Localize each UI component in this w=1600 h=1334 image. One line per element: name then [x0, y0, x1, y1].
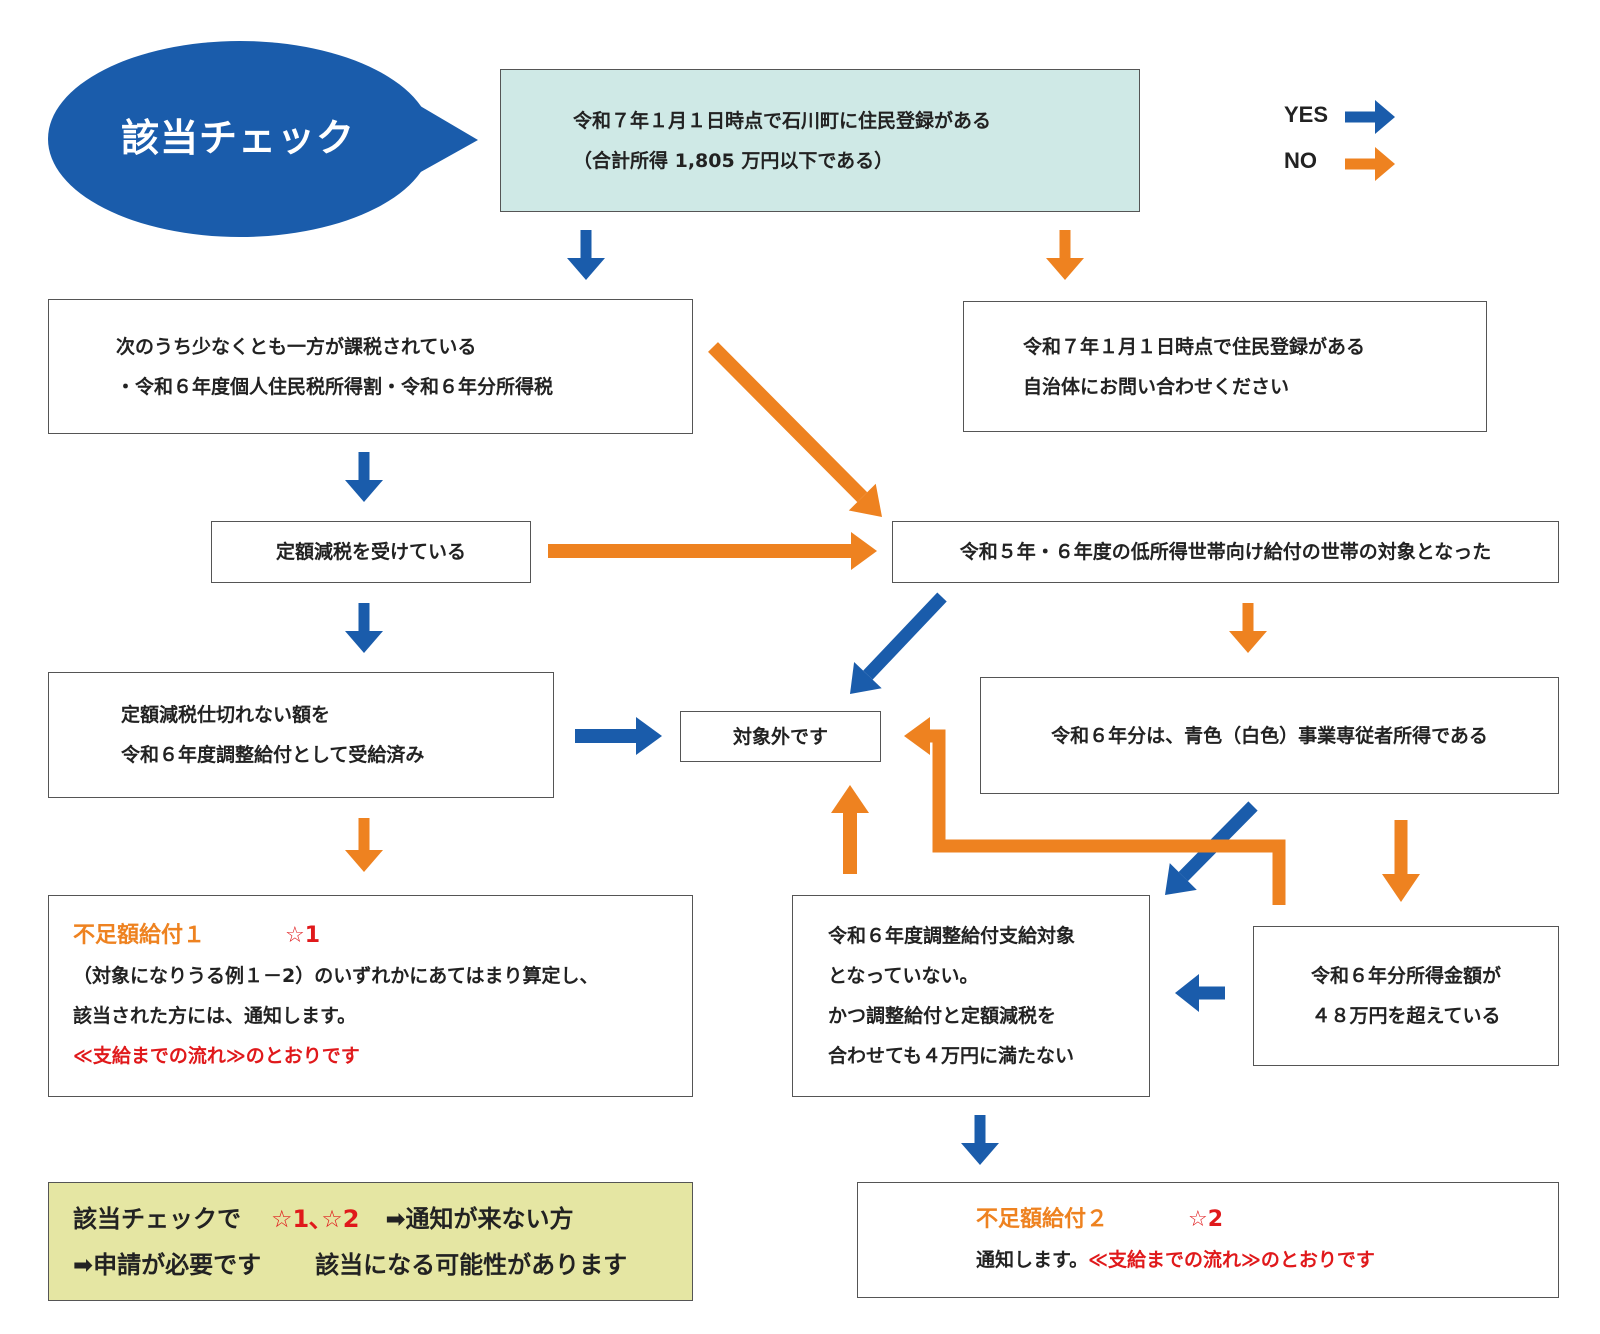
blue-white-to-income-over-arrow-head: [1382, 874, 1420, 902]
received-adjustment-line-2: 令和６年度調整給付として受給済み: [121, 744, 425, 766]
shortfall-2-star: ☆2: [1188, 1207, 1224, 1232]
notice-part-2: ➡通知が来ない方: [385, 1204, 574, 1233]
taxed-to-reduction-arrow-head: [345, 480, 383, 502]
low-income-to-not-eligible-arrow-head: [850, 662, 882, 694]
notice-stars: ☆1､☆2: [271, 1204, 360, 1233]
blue-white-to-adjustment-arrow-head: [1165, 863, 1197, 895]
low-income-to-not-eligible-arrow-shaft: [863, 592, 947, 680]
legend-no-label: NO: [1284, 148, 1317, 173]
not-adjustment-target-box: 令和６年度調整給付支給対象 となっていない。 かつ調整給付と定額減税を 合わせて…: [792, 895, 1150, 1097]
fixed-reduction-label: 定額減税を受けている: [275, 541, 466, 563]
reduction-to-low-income-arrow-head: [851, 532, 877, 570]
start-line-2: （合計所得 1,805 万円以下である）: [573, 149, 894, 172]
start-to-taxed-arrow-head: [567, 258, 605, 280]
taxed-line-1: 次のうち少なくとも一方が課税されている: [116, 335, 477, 358]
income-over-line-2: ４８万円を超えている: [1311, 1005, 1501, 1027]
blue-white-to-not-eligible-arrow-head: [904, 717, 930, 755]
start-to-other-arrow-head: [1046, 258, 1084, 280]
received-to-not-eligible-arrow-head: [636, 717, 662, 755]
other-municipality-line-2: 自治体にお問い合わせください: [1023, 375, 1290, 398]
adjustment-to-not-eligible-arrow-head: [831, 785, 869, 813]
blue-white-no-route: [925, 729, 1286, 905]
title-bubble-shape: [48, 41, 478, 237]
low-income-to-blue-white-arrow-head: [1229, 631, 1267, 653]
blue-white-income-box: 令和６年分は、青色（白色）事業専従者所得である: [980, 677, 1559, 794]
legend-yes-label: YES: [1284, 102, 1329, 127]
notice-possibility: 該当になる可能性があります: [315, 1250, 628, 1279]
received-adjustment-box: 定額減税仕切れない額を 令和６年度調整給付として受給済み: [48, 672, 554, 798]
taxed-to-low-income-arrow-shaft: [708, 342, 868, 503]
income-over-line-1: 令和６年分所得金額が: [1310, 965, 1501, 987]
not-eligible-label: 対象外です: [732, 725, 828, 748]
title-bubble-label: 該当チェック: [120, 116, 355, 160]
received-adjustment-line-1: 定額減税仕切れない額を: [121, 704, 331, 726]
not-eligible-box: 対象外です: [680, 711, 881, 762]
received-to-shortfall1-arrow-head: [345, 850, 383, 872]
shortfall-2-notify: 通知します。: [976, 1249, 1089, 1271]
income-over-to-adjustment-arrow-head: [1175, 974, 1199, 1012]
adjustment-to-shortfall2-arrow-head: [961, 1143, 999, 1165]
start-condition-box: 令和７年１月１日時点で石川町に住民登録がある （合計所得 1,805 万円以下で…: [500, 69, 1140, 212]
not-adjustment-line-2: となっていない。: [828, 965, 979, 987]
notice-line-1: 該当チェックで ☆1､☆2 ➡通知が来ない方: [73, 1196, 692, 1242]
notice-box: 該当チェックで ☆1､☆2 ➡通知が来ない方 ➡申請が必要です 該当になる可能性があり…: [48, 1182, 693, 1301]
taxed-line-2: ・令和６年度個人住民税所得割・令和６年分所得税: [116, 375, 554, 398]
reduction-to-received-arrow-head: [345, 631, 383, 653]
blue-white-income-label: 令和６年分は、青色（白色）事業専従者所得である: [1051, 724, 1488, 747]
taxed-condition-box: 次のうち少なくとも一方が課税されている ・令和６年度個人住民税所得割・令和６年分…: [48, 299, 693, 434]
notice-part-1: 該当チェックで: [73, 1204, 241, 1233]
flow-arrows: [345, 100, 1420, 1165]
notice-apply: ➡申請が必要です: [73, 1250, 262, 1279]
shortfall-1-heading: 不足額給付１ ☆1: [73, 916, 692, 956]
shortfall-2-heading: 不足額給付２ ☆2: [976, 1200, 1558, 1240]
shortfall-benefit-2-box: 不足額給付２ ☆2 通知します。≪支給までの流れ≫のとおりです: [857, 1182, 1559, 1298]
low-income-box: 令和５年・６年度の低所得世帯向け給付の世帯の対象となった: [892, 521, 1559, 583]
income-over-box: 令和６年分所得金額が ４８万円を超えている: [1253, 926, 1559, 1066]
shortfall-1-line-3: ≪支給までの流れ≫のとおりです: [73, 1045, 360, 1067]
shortfall-2-line-1: 通知します。≪支給までの流れ≫のとおりです: [976, 1240, 1558, 1280]
shortfall-1-star: ☆1: [285, 923, 321, 948]
shortfall-1-line-2: 該当された方には、通知します。: [73, 1005, 357, 1027]
other-municipality-line-1: 令和７年１月１日時点で住民登録がある: [1023, 335, 1366, 358]
notice-line-2: ➡申請が必要です 該当になる可能性があります: [73, 1242, 692, 1288]
other-municipality-box: 令和７年１月１日時点で住民登録がある 自治体にお問い合わせください: [963, 301, 1487, 432]
not-adjustment-line-1: 令和６年度調整給付支給対象: [828, 925, 1076, 947]
shortfall-1-title: 不足額給付１: [73, 923, 206, 948]
low-income-label: 令和５年・６年度の低所得世帯向け給付の世帯の対象となった: [959, 541, 1492, 563]
shortfall-1-line-1: （対象になりうる例１－2）のいずれかにあてはまり算定し、: [73, 965, 599, 987]
shortfall-2-title: 不足額給付２: [976, 1207, 1109, 1232]
shortfall-2-flow-link: ≪支給までの流れ≫のとおりです: [1088, 1249, 1375, 1271]
taxed-to-low-income-arrow-head: [848, 483, 882, 517]
shortfall-benefit-1-box: 不足額給付１ ☆1 （対象になりうる例１－2）のいずれかにあてはまり算定し、 該当…: [48, 895, 693, 1097]
start-line-1: 令和７年１月１日時点で石川町に住民登録がある: [573, 109, 992, 132]
not-adjustment-line-4: 合わせても４万円に満たない: [828, 1045, 1075, 1067]
fixed-reduction-box: 定額減税を受けている: [211, 521, 531, 583]
legend-yes-arrow-head: [1375, 100, 1395, 134]
not-adjustment-line-3: かつ調整給付と定額減税を: [828, 1005, 1057, 1027]
legend-no-arrow-head: [1375, 147, 1395, 181]
